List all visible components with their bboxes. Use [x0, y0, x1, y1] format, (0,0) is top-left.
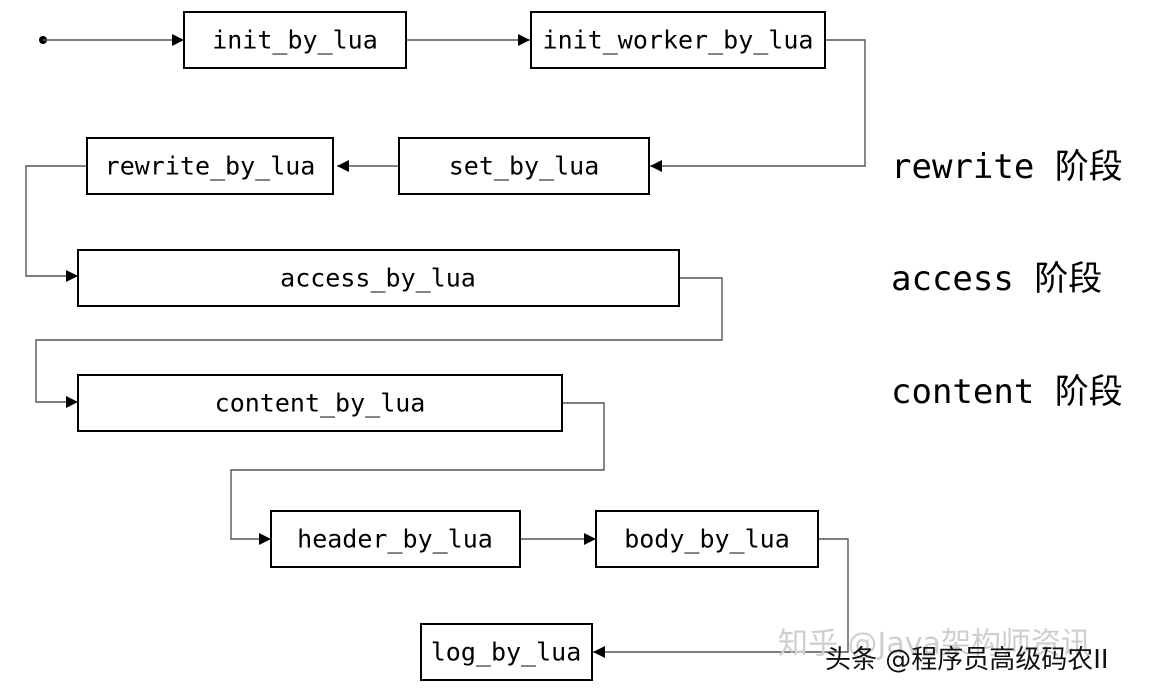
node-content-by-lua: content_by_lua	[77, 374, 563, 432]
watermark-toutiao: 头条 @程序员高级码农II	[825, 645, 1109, 675]
node-content-by-lua-label: content_by_lua	[215, 389, 426, 418]
node-access-by-lua: access_by_lua	[77, 249, 680, 307]
edge-access-to-content	[35, 277, 723, 408]
edge-rewrite-to-access	[25, 165, 87, 282]
node-log-by-lua-label: log_by_lua	[431, 638, 582, 667]
node-rewrite-by-lua: rewrite_by_lua	[86, 137, 334, 195]
node-body-by-lua-label: body_by_lua	[624, 525, 790, 554]
node-header-by-lua: header_by_lua	[270, 510, 521, 568]
phase-label-content: content 阶段	[891, 372, 1123, 412]
node-set-by-lua: set_by_lua	[398, 137, 650, 195]
node-set-by-lua-label: set_by_lua	[449, 152, 600, 181]
node-init-by-lua: init_by_lua	[183, 11, 407, 69]
watermark-zhihu: 知乎 @Java架构师资讯	[778, 627, 1091, 662]
node-init-worker-by-lua: init_worker_by_lua	[530, 11, 826, 69]
phase-label-rewrite: rewrite 阶段	[891, 147, 1123, 187]
node-access-by-lua-label: access_by_lua	[280, 264, 476, 293]
node-init-worker-by-lua-label: init_worker_by_lua	[543, 26, 814, 55]
edge-init-worker-to-set	[650, 39, 866, 172]
node-body-by-lua: body_by_lua	[595, 510, 819, 568]
phase-label-access: access 阶段	[891, 259, 1102, 299]
edge-body-to-log	[593, 538, 849, 658]
node-log-by-lua: log_by_lua	[420, 623, 593, 681]
node-header-by-lua-label: header_by_lua	[297, 525, 493, 554]
edge-content-to-header	[230, 402, 605, 545]
node-rewrite-by-lua-label: rewrite_by_lua	[105, 152, 316, 181]
node-init-by-lua-label: init_by_lua	[212, 26, 378, 55]
